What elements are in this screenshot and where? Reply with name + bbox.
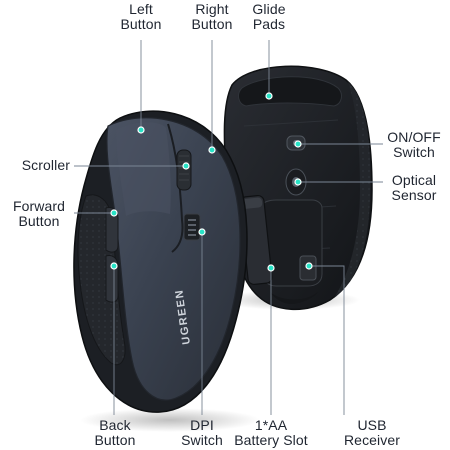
mouse-bottom-grip [334, 82, 371, 298]
glide-pad-top [238, 76, 342, 107]
callout-dots [110, 92, 313, 272]
back-side-button [105, 255, 119, 303]
label-optical-sensor: Optical Sensor [391, 172, 437, 203]
glide-pad-bottom [270, 292, 318, 304]
mouse-top-view [73, 110, 260, 432]
label-left-button: Left Button [120, 1, 162, 32]
leader-lines [74, 40, 383, 415]
label-back-button: Back Button [94, 417, 136, 448]
label-on-off-switch: ON/OFF Switch [387, 129, 441, 160]
label-right-button: Right Button [191, 1, 233, 32]
label-scroller: Scroller [21, 157, 70, 173]
battery-and-receiver [239, 194, 273, 286]
left-button-surface [116, 122, 171, 216]
dpi-switch-button [183, 213, 201, 241]
label-glide-pads: Glide Pads [252, 1, 286, 32]
label-usb-receiver: USB Receiver [343, 417, 401, 448]
label-battery-slot: 1*AA Battery Slot [234, 417, 308, 448]
label-dpi-switch: DPI Switch [181, 417, 223, 448]
label-forward-button: Forward Button [12, 198, 66, 229]
forward-side-button [105, 207, 119, 253]
